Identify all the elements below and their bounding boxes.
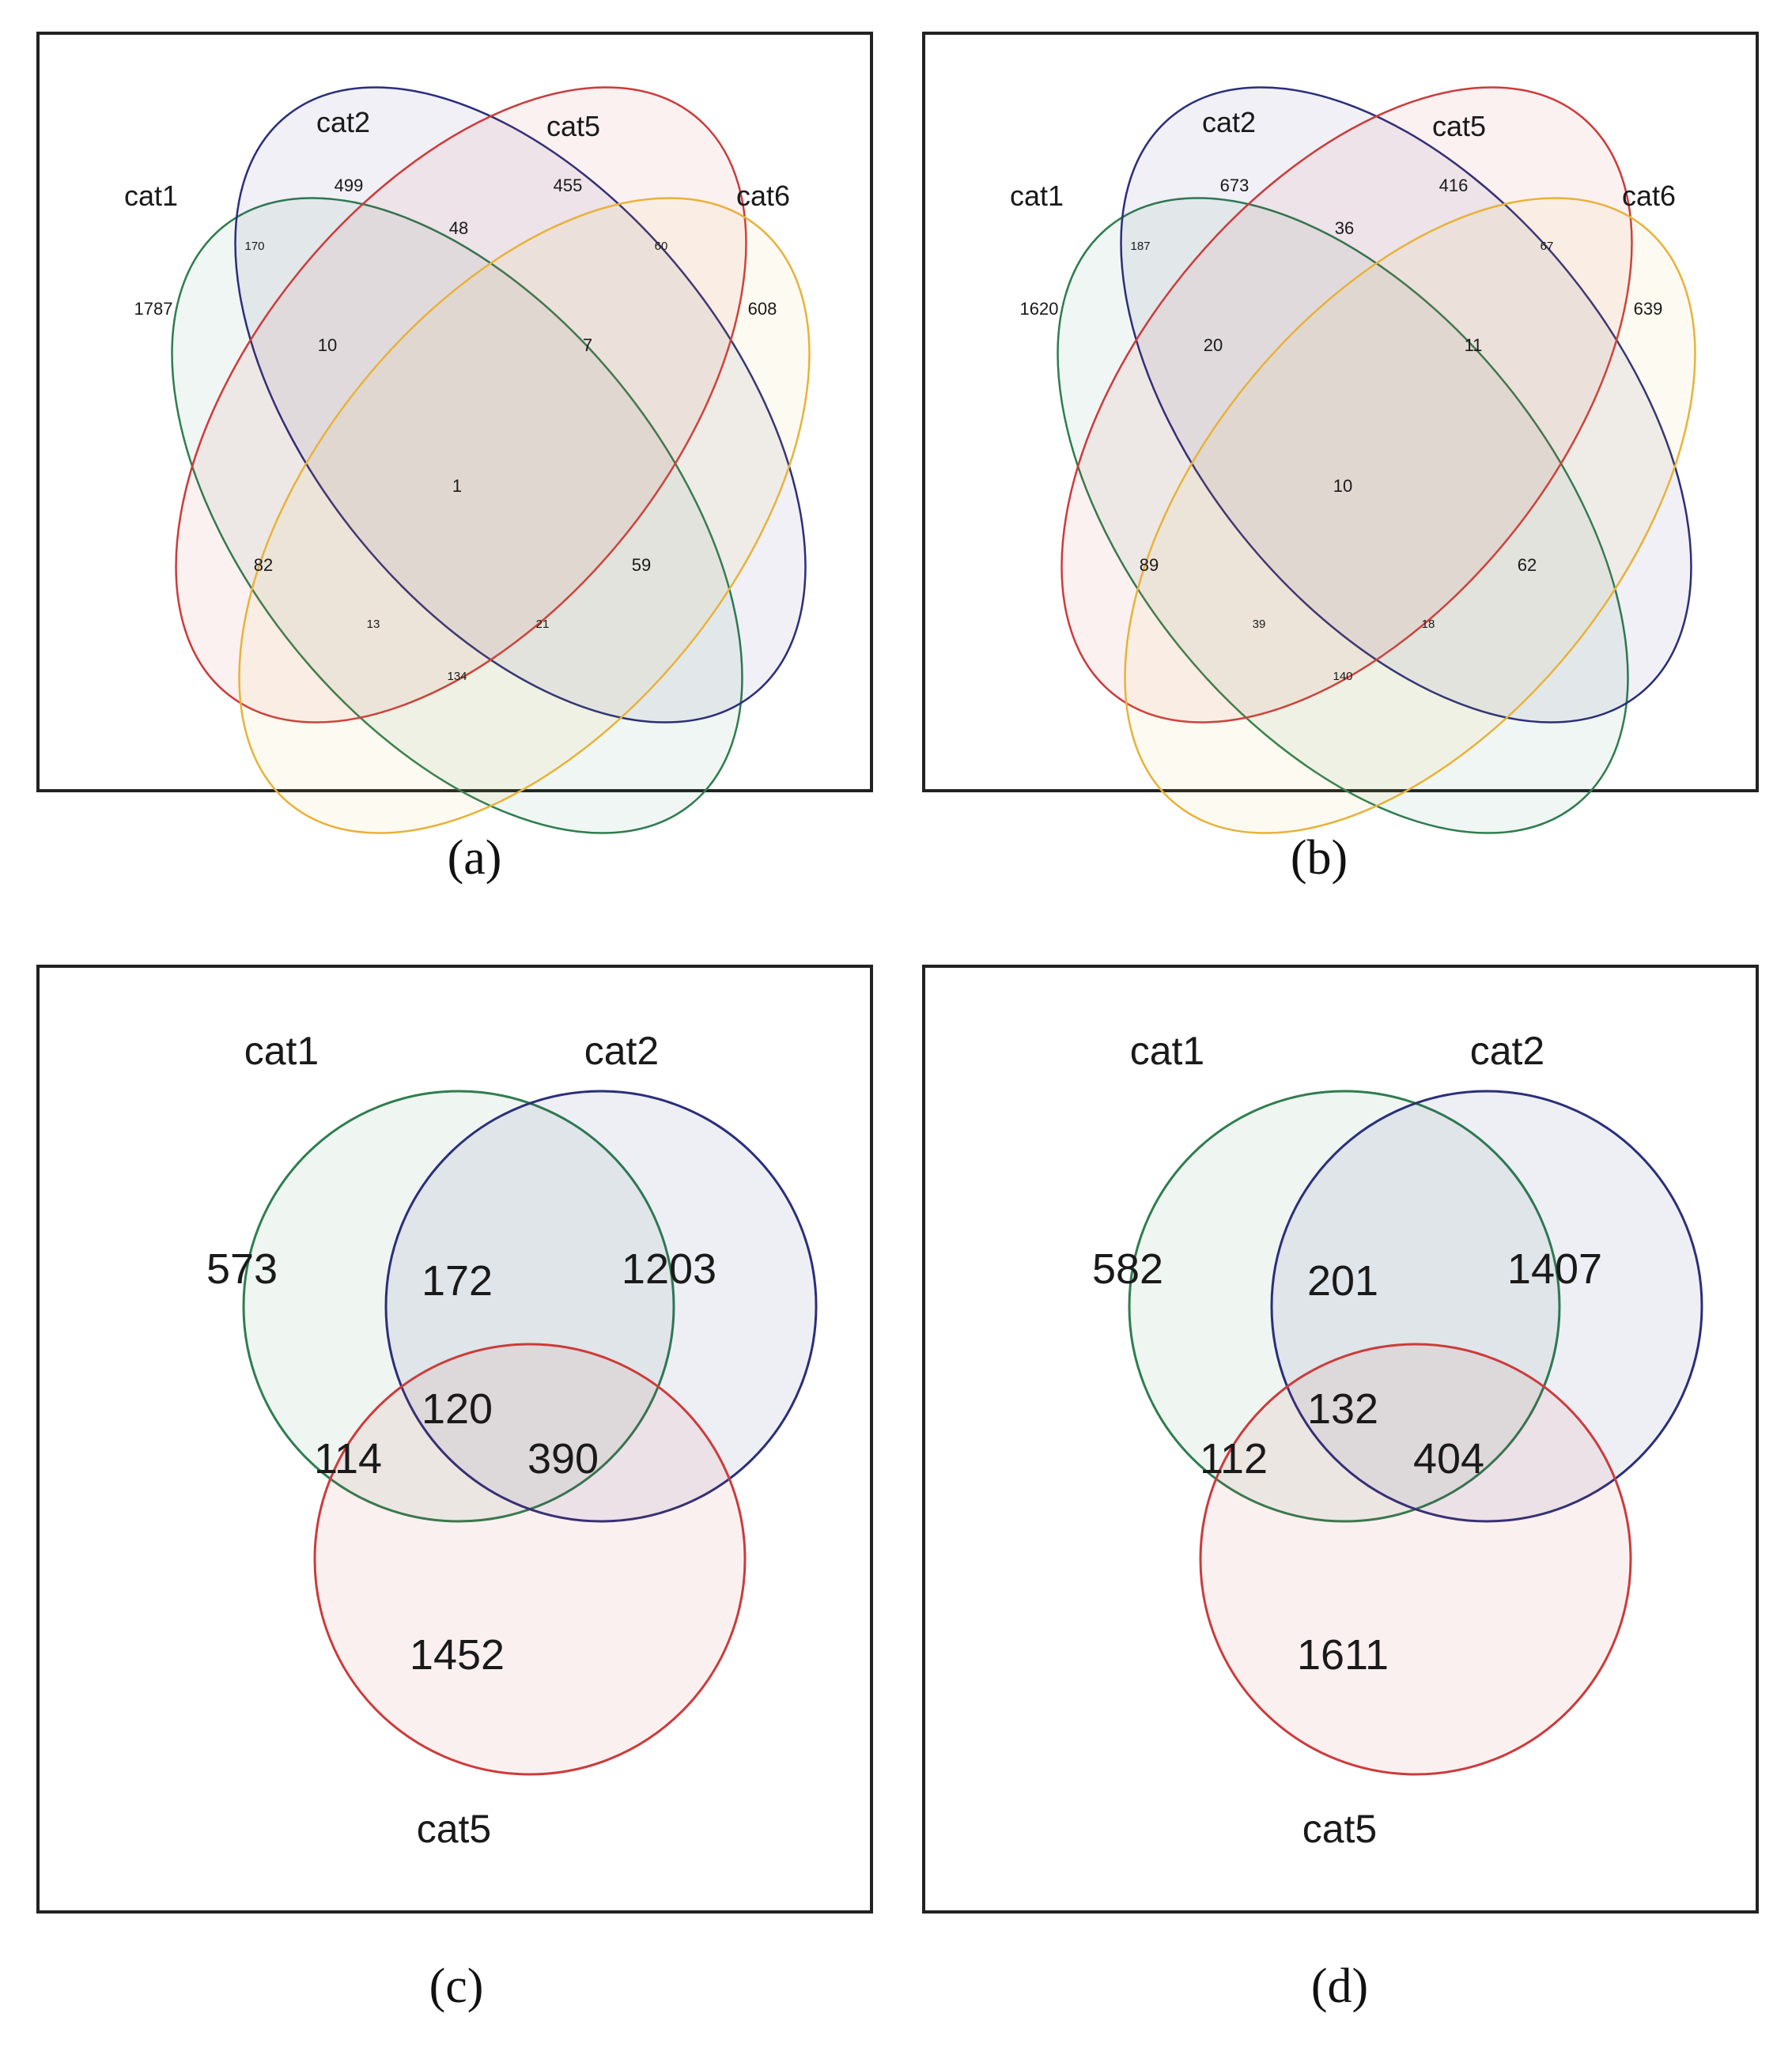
- region-count: 416: [1439, 176, 1469, 195]
- set-label-cat2: cat2: [1470, 1029, 1545, 1073]
- panel-frame: [922, 965, 1759, 1914]
- set-ellipse-cat6: [238, 197, 811, 834]
- region-count: 1787: [134, 299, 173, 319]
- region-count: 36: [1335, 218, 1354, 238]
- region-count: 639: [1634, 299, 1663, 319]
- region-count: 48: [449, 218, 468, 238]
- region-count: 172: [422, 1257, 493, 1305]
- region-count: 10: [318, 335, 337, 355]
- region-count: 60: [655, 240, 668, 253]
- set-ellipse-cat5: [1060, 86, 1633, 723]
- region-count: 134: [447, 670, 467, 683]
- region-count: 59: [632, 555, 651, 575]
- region-count: 132: [1307, 1385, 1378, 1433]
- set-label-cat5: cat5: [417, 1807, 492, 1851]
- region-count: 201: [1307, 1257, 1378, 1305]
- region-count: 18: [1422, 618, 1435, 631]
- set-circle-cat1: [1128, 1090, 1561, 1523]
- set-circle-cat5: [313, 1343, 747, 1776]
- region-count: 67: [1541, 240, 1554, 253]
- set-label-cat1: cat1: [1130, 1029, 1205, 1073]
- set-label-cat2: cat2: [1202, 106, 1256, 138]
- set-ellipse-cat2: [234, 86, 807, 723]
- set-label-cat1: cat1: [1010, 179, 1064, 212]
- venn-panel-c: cat1 cat2 cat5 573 1203 1452 172 114 390 120 (c): [36, 965, 873, 2013]
- set-circle-cat2: [1270, 1090, 1703, 1523]
- region-count: 404: [1413, 1435, 1484, 1483]
- set-circle-cat1: [242, 1090, 675, 1523]
- region-count: 608: [748, 299, 777, 319]
- region-count: 10: [1333, 476, 1352, 496]
- region-count: 1: [452, 476, 462, 496]
- set-label-cat2: cat2: [316, 106, 370, 138]
- set-ellipse-cat5: [175, 86, 747, 723]
- venn-panel-d: cat1 cat2 cat5 582 1407 1611 201 112 404 132 (d): [922, 965, 1759, 2013]
- region-count: 499: [335, 176, 364, 195]
- set-ellipse-cat2: [1120, 86, 1692, 723]
- region-count: 39: [1253, 618, 1266, 631]
- region-count: 573: [206, 1245, 278, 1293]
- venn-panel-b: cat1 cat2 cat5 cat6 1620 673 416 639 187 36 67 20 11…: [922, 32, 1759, 885]
- set-circle-cat5: [1199, 1343, 1632, 1776]
- region-count: 1452: [410, 1631, 505, 1679]
- panel-frame: [36, 965, 873, 1914]
- set-label-cat6: cat6: [1622, 179, 1676, 212]
- region-count: 140: [1333, 670, 1352, 683]
- region-count: 673: [1220, 176, 1249, 195]
- panel-caption: (c): [429, 1959, 484, 2013]
- set-label-cat2: cat2: [584, 1029, 660, 1073]
- region-count: 1407: [1507, 1245, 1602, 1293]
- panel-caption: (a): [448, 831, 502, 885]
- region-count: 187: [1130, 240, 1150, 253]
- set-label-cat1: cat1: [244, 1029, 319, 1073]
- region-count: 455: [554, 176, 583, 195]
- region-count: 170: [244, 240, 264, 253]
- region-count: 120: [422, 1385, 493, 1433]
- panel-caption: (d): [1311, 1959, 1368, 2013]
- region-count: 7: [583, 335, 592, 355]
- set-circle-cat2: [384, 1090, 818, 1523]
- region-count: 21: [536, 618, 550, 631]
- region-count: 390: [527, 1435, 599, 1483]
- region-count: 20: [1204, 335, 1223, 355]
- set-ellipse-cat1: [1057, 197, 1629, 834]
- region-count: 13: [367, 618, 380, 631]
- set-ellipse-cat6: [1124, 197, 1696, 834]
- region-count: 82: [254, 555, 273, 575]
- region-count: 112: [1200, 1435, 1268, 1483]
- region-count: 1611: [1297, 1631, 1389, 1679]
- set-ellipse-cat1: [171, 197, 743, 834]
- set-label-cat5: cat5: [546, 110, 600, 142]
- set-label-cat5: cat5: [1432, 110, 1486, 142]
- region-count: 11: [1465, 335, 1483, 355]
- region-count: 1620: [1020, 299, 1059, 319]
- set-label-cat6: cat6: [736, 179, 790, 212]
- region-count: 89: [1140, 555, 1159, 575]
- region-count: 582: [1092, 1245, 1163, 1293]
- panel-caption: (b): [1291, 831, 1348, 885]
- region-count: 1203: [622, 1245, 716, 1293]
- set-label-cat1: cat1: [124, 179, 178, 212]
- venn-panel-a: cat1 cat2 cat5 cat6 1787 499 455 608 170 48 60 10 7 1…: [36, 32, 873, 885]
- region-count: 62: [1518, 555, 1537, 575]
- set-label-cat5: cat5: [1302, 1807, 1378, 1851]
- region-count: 114: [314, 1435, 382, 1483]
